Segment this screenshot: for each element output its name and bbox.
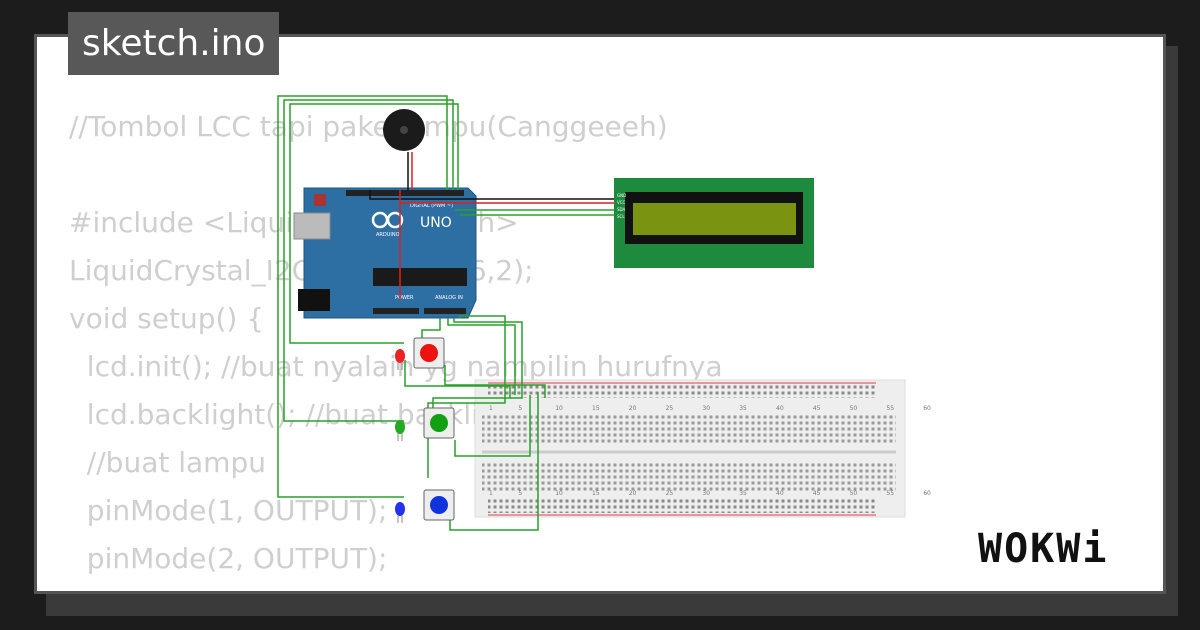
breadboard-column-number: 20 <box>629 490 637 497</box>
code-line: //Tombol LCC tapi pake lampu(Canggeeeh) <box>69 110 668 143</box>
lcd-pin-label: SCL <box>617 214 625 219</box>
arduino-model: UNO <box>420 215 452 231</box>
breadboard-column-number: 50 <box>850 490 858 497</box>
digital-header <box>346 190 464 196</box>
breadboard-column-number: 45 <box>813 405 821 412</box>
lcd-pin-label: GND <box>617 193 626 198</box>
code-line: pinMode(3, OUTPUT); <box>69 583 723 591</box>
breadboard-column-number: 5 <box>518 405 522 412</box>
breadboard-column-number: 45 <box>813 490 821 497</box>
digital-label: DIGITAL (PWM ~) <box>410 203 453 209</box>
breadboard-column-number: 5 <box>518 490 522 497</box>
code-line: void setup() { <box>69 302 265 335</box>
code-line: pinMode(1, OUTPUT); <box>69 494 388 527</box>
led-red[interactable] <box>395 349 405 370</box>
breadboard-column-number: 55 <box>886 490 894 497</box>
breadboard-column-number: 10 <box>555 405 563 412</box>
breadboard-column-number: 25 <box>666 490 674 497</box>
lcd-display[interactable]: GND VCC SDA SCL <box>614 178 814 268</box>
push-button-green[interactable] <box>423 407 455 439</box>
breadboard-column-number: 25 <box>666 405 674 412</box>
code-line: pinMode(2, OUTPUT); <box>69 542 388 575</box>
breadboard-column-number: 35 <box>739 490 747 497</box>
breadboard-column-number: 55 <box>886 405 894 412</box>
led-green[interactable] <box>395 420 405 441</box>
breadboard-column-number: 10 <box>555 490 563 497</box>
arduino-brand: ARDUINO <box>376 232 400 238</box>
power-label: POWER <box>395 295 414 301</box>
wires <box>277 95 614 531</box>
led-blue[interactable] <box>395 502 405 523</box>
breadboard-column-number: 60 <box>923 405 931 412</box>
wokwi-logo: WOKWi <box>978 526 1109 572</box>
breadboard-column-number: 1 <box>489 490 493 497</box>
breadboard-column-number: 20 <box>629 405 637 412</box>
breadboard-column-number: 15 <box>592 490 600 497</box>
analog-header <box>424 308 466 314</box>
breadboard-column-number: 15 <box>592 405 600 412</box>
breadboard-column-number: 30 <box>702 490 710 497</box>
push-button-blue[interactable] <box>423 489 455 521</box>
breadboard-column-number: 35 <box>739 405 747 412</box>
lcd-pin-label: VCC <box>617 200 626 205</box>
breadboard-column-number: 1 <box>489 405 493 412</box>
usb-port <box>293 212 331 240</box>
reset-button[interactable] <box>314 194 326 206</box>
code-line: lcd.init(); //buat nyalain yg nampilin h… <box>69 350 723 383</box>
breadboard-column-number: 30 <box>702 405 710 412</box>
breadboard-column-number: 40 <box>776 490 784 497</box>
lcd-pin-label: SDA <box>617 207 626 212</box>
analog-label: ANALOG IN <box>435 295 463 301</box>
breadboard-column-number: 50 <box>850 405 858 412</box>
project-card: //Tombol LCC tapi pake lampu(Canggeeeh) … <box>34 34 1166 594</box>
breadboard-column-number: 60 <box>923 490 931 497</box>
push-button-red[interactable] <box>413 337 445 369</box>
buzzer[interactable] <box>383 109 425 151</box>
atmega-chip <box>373 268 467 286</box>
breadboard-column-number: 40 <box>776 405 784 412</box>
arduino-logo-icon <box>371 211 404 229</box>
power-header <box>373 308 419 314</box>
arduino-uno-board[interactable]: UNO ARDUINO DIGITAL (PWM ~) POWER ANALOG… <box>293 187 477 319</box>
file-name-tag: sketch.ino <box>68 12 280 75</box>
code-preview: //Tombol LCC tapi pake lampu(Canggeeeh) … <box>69 103 723 591</box>
code-line: //buat lampu <box>69 446 266 479</box>
power-jack <box>298 289 330 311</box>
